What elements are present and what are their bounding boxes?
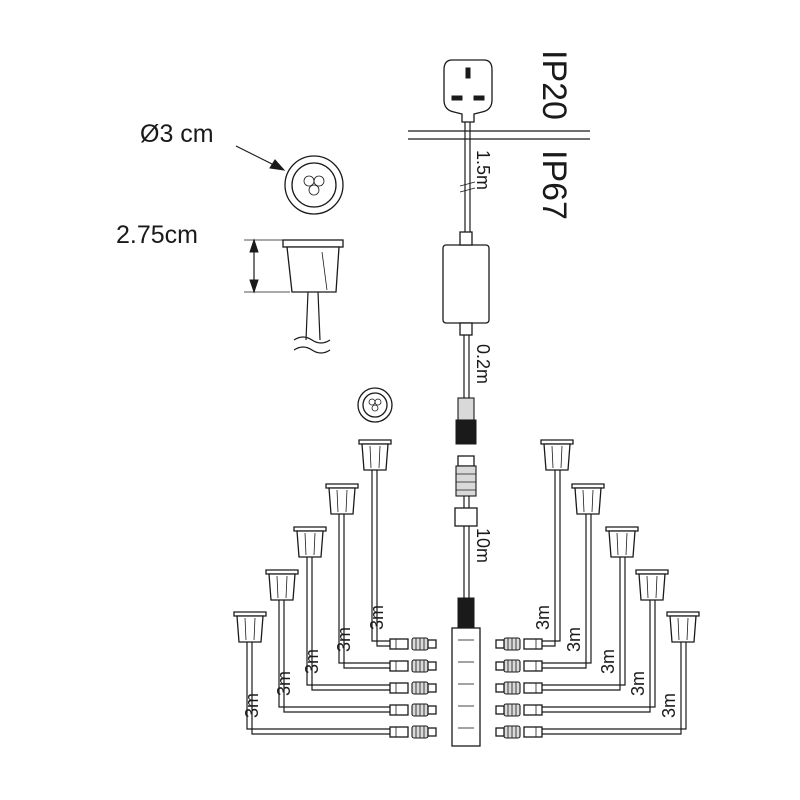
diameter-label: Ø3 cm [140, 120, 214, 148]
light-right [571, 483, 605, 515]
hub-connector-left [411, 725, 437, 739]
hub-connector-right-plug [523, 660, 543, 672]
plug-cable-length: 1.5m [473, 150, 493, 190]
light-cable-length-right: 3m [564, 627, 584, 652]
led-driver [442, 244, 490, 324]
light-cable-left [278, 600, 390, 708]
light-cable-right [542, 600, 656, 708]
light-right [635, 569, 669, 601]
hub-connector-right [495, 703, 521, 717]
hub-connector-left-plug [389, 638, 409, 650]
light-cable-left [338, 514, 390, 664]
light-cable-left [306, 557, 390, 686]
light-cable-length-left: 3m [302, 649, 322, 674]
hub-connector-right-plug [523, 726, 543, 738]
light-cable-right [542, 557, 626, 686]
light-cable-right [542, 642, 687, 730]
light-left [233, 611, 267, 643]
hub-connector-right [495, 725, 521, 739]
extension-length: 10m [473, 528, 493, 563]
light-left [293, 526, 327, 558]
light-right [605, 526, 639, 558]
light-left [358, 439, 392, 471]
light-cable-length-right: 3m [533, 605, 553, 630]
driver-connector [455, 397, 477, 445]
lights-left: 3m 3m 3m 3m 3m [233, 439, 392, 735]
hub-connector-left-plug [389, 726, 409, 738]
hub-connector-right-plug [523, 638, 543, 650]
hub-connector-left-plug [389, 660, 409, 672]
extension-connector [454, 455, 478, 527]
hub-connector-left [411, 681, 437, 695]
uk-plug [443, 59, 493, 123]
ip20-label: IP20 [535, 50, 573, 120]
light-top-view-small [357, 387, 393, 423]
light-left [265, 569, 299, 601]
hub-connectors [389, 637, 543, 739]
light-cable-length-left: 3m [334, 627, 354, 652]
hub-connector-right-plug [523, 682, 543, 694]
light-side-view [282, 239, 344, 354]
light-cable-left [246, 642, 390, 730]
hub-connector-left-plug [389, 704, 409, 716]
hub-connector-right [495, 681, 521, 695]
light-left [325, 483, 359, 515]
light-cable-length-left: 3m [367, 605, 387, 630]
splitter-hub [451, 597, 481, 747]
light-right [666, 611, 700, 643]
depth-label: 2.75cm [116, 221, 198, 249]
light-cable-length-right: 3m [598, 649, 618, 674]
light-top-view [284, 155, 344, 215]
hub-connector-left [411, 703, 437, 717]
light-cable-length-left: 3m [274, 671, 294, 696]
light-cable-right [542, 470, 561, 642]
hub-connector-left [411, 637, 437, 651]
ip67-label: IP67 [535, 150, 573, 220]
hub-connector-left [411, 659, 437, 673]
lights-right: 3m 3m 3m 3m 3m [533, 439, 700, 735]
light-cable-right [542, 514, 592, 664]
hub-connector-right [495, 637, 521, 651]
light-cable-left [371, 470, 390, 642]
light-cable-length-left: 3m [242, 693, 262, 718]
hub-connector-right-plug [523, 704, 543, 716]
hub-connector-left-plug [389, 682, 409, 694]
light-cable-length-right: 3m [628, 671, 648, 696]
light-cable-length-right: 3m [659, 693, 679, 718]
driver-cable-length: 0.2m [473, 344, 493, 384]
hub-connector-right [495, 659, 521, 673]
light-right [540, 439, 574, 471]
